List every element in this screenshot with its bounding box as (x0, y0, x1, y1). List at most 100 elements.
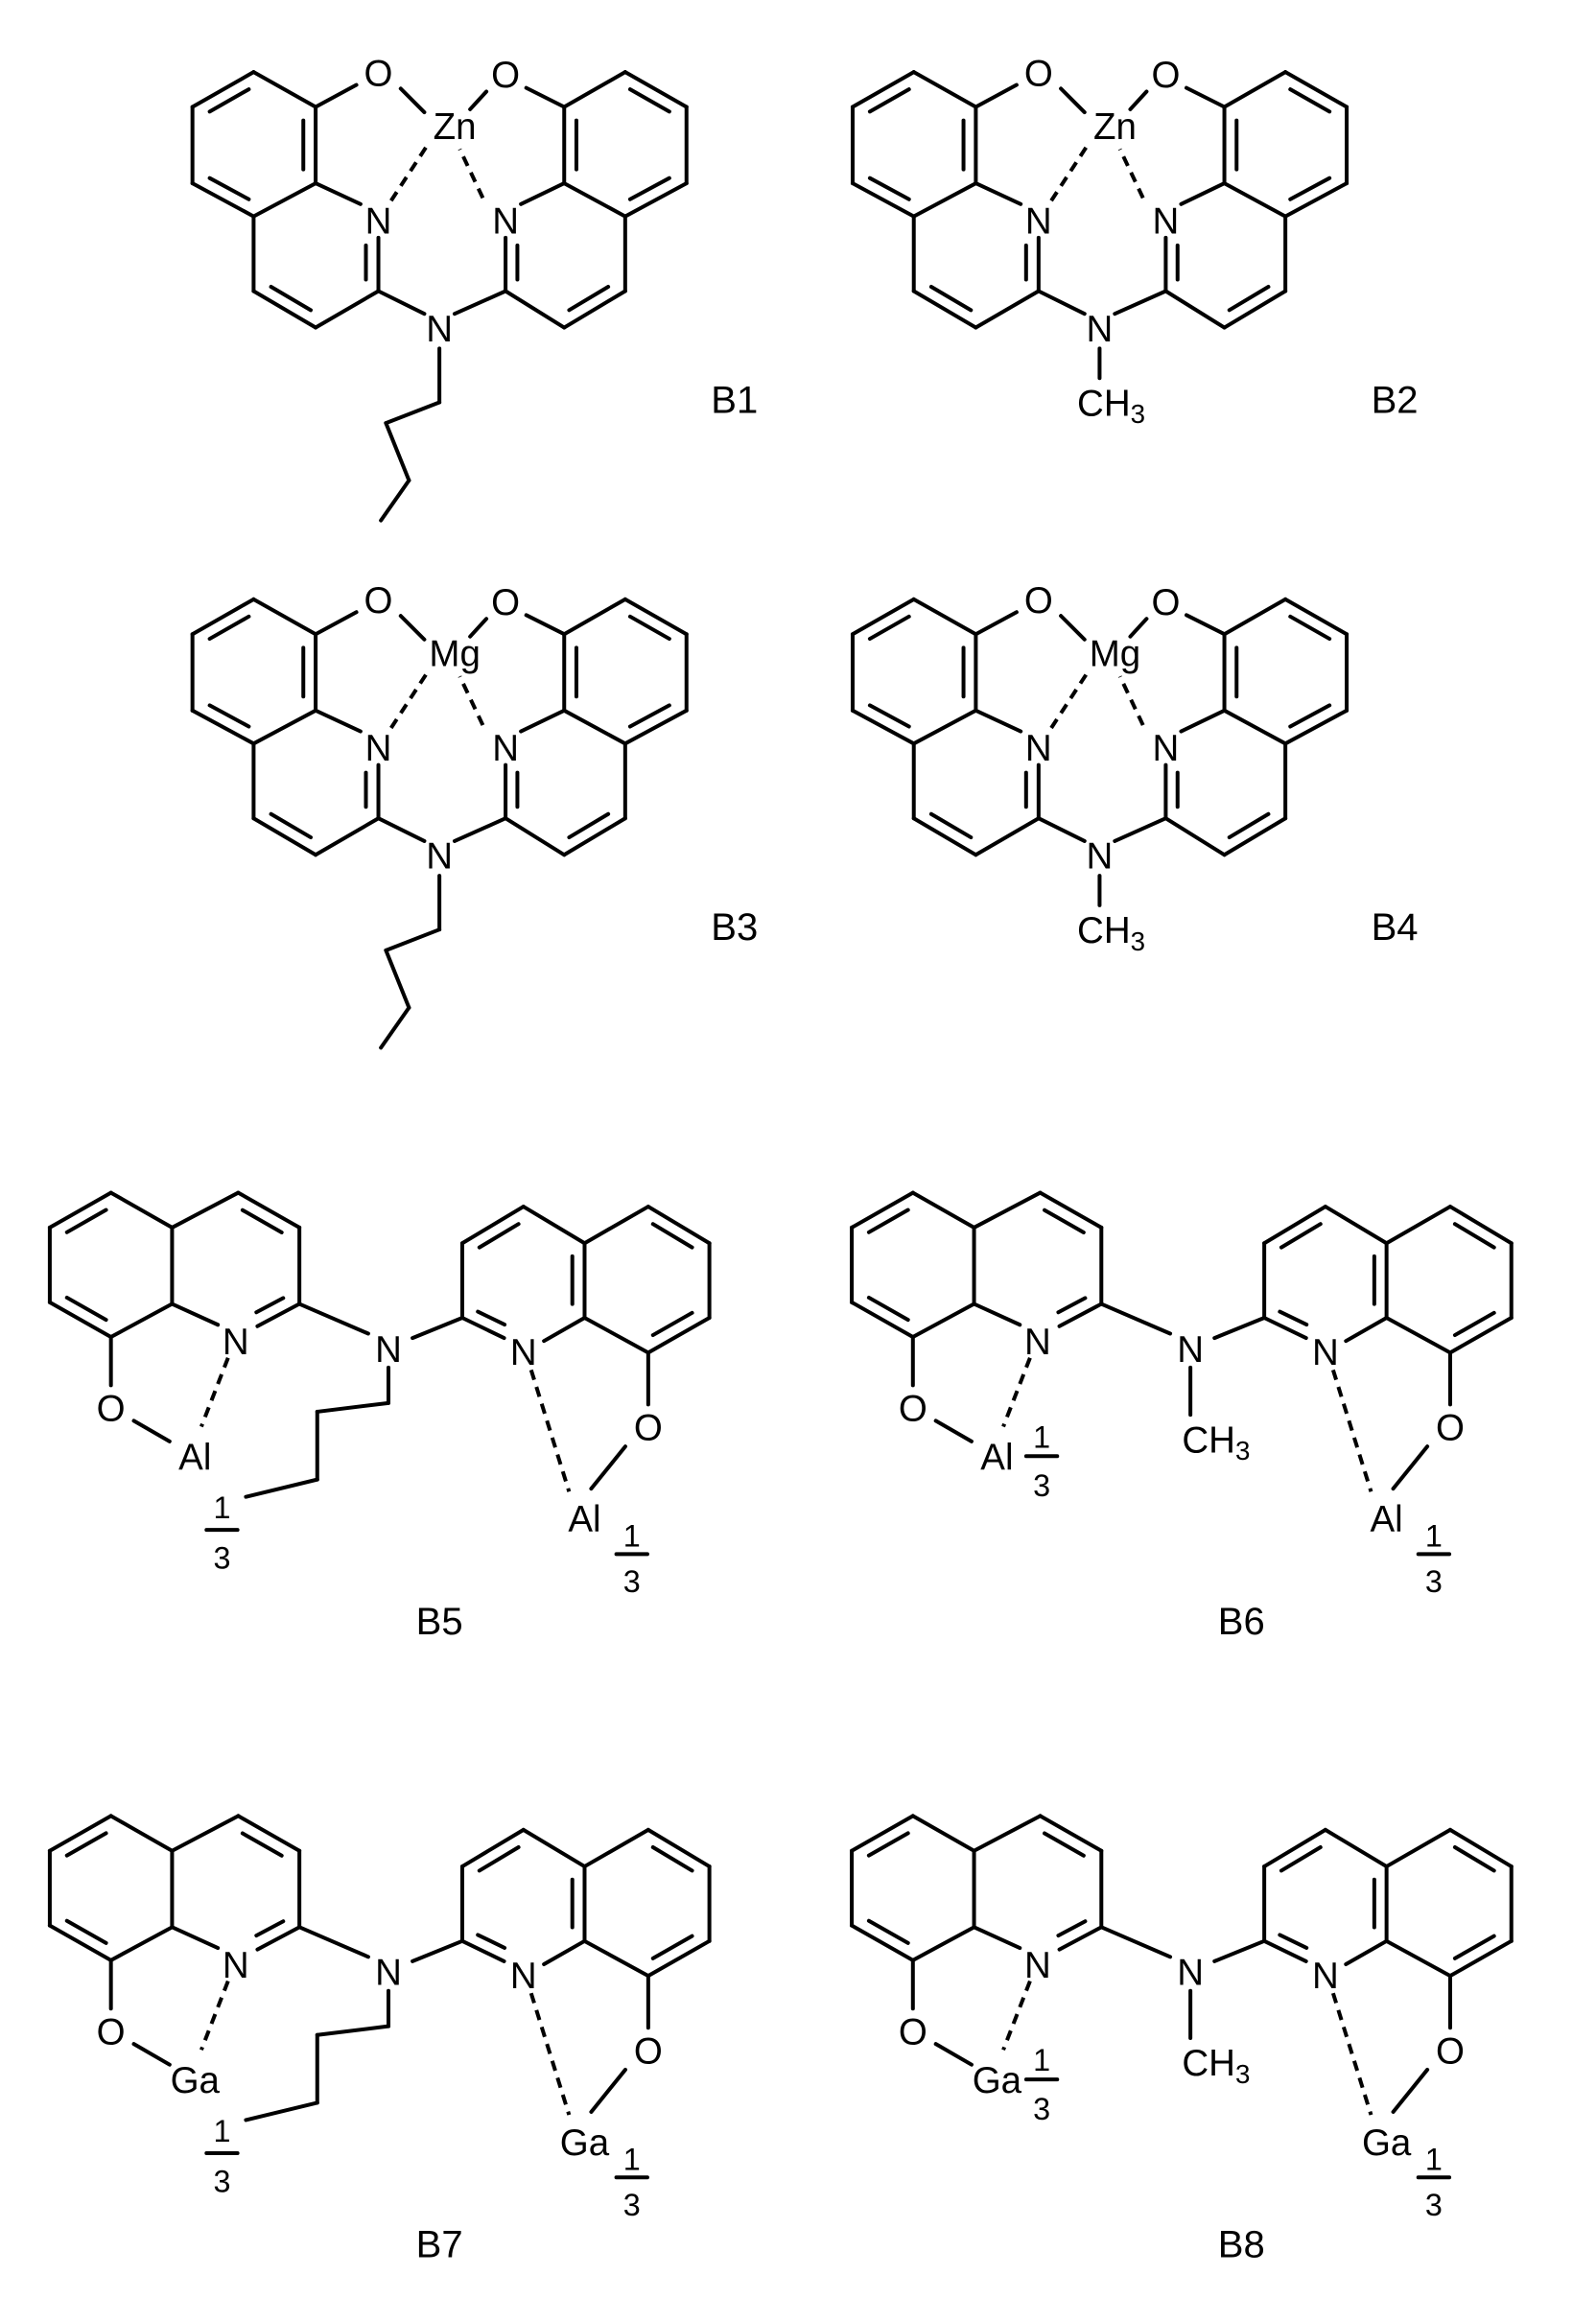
coordination-bond (1051, 146, 1087, 200)
bond (648, 1318, 710, 1352)
compound-label: B8 (1218, 2224, 1265, 2266)
metal-label: Mg (1090, 634, 1140, 675)
double-bond-line (256, 1921, 283, 1935)
coordination-bond (459, 150, 482, 199)
bond (111, 1927, 173, 1959)
oxygen-label: O (634, 2030, 663, 2072)
methyl-ch-text: CH (1077, 910, 1131, 951)
bond (1326, 1207, 1387, 1243)
ring-nitrogen-label: N (223, 1322, 249, 1363)
fraction-numerator: 1 (1425, 2142, 1443, 2176)
bond (470, 91, 486, 108)
alkyl-chain-bond (317, 1403, 388, 1412)
amine-nitrogen-label: N (1177, 1953, 1204, 1994)
methyl-group-label: CH3 (1077, 910, 1145, 956)
fraction-denominator: 3 (1033, 1468, 1050, 1503)
alkyl-chain-bond (386, 950, 409, 1008)
bond (1225, 72, 1286, 106)
bond (401, 616, 425, 640)
ring-nitrogen-label: N (1312, 1332, 1339, 1373)
double-bond-line (1279, 1935, 1306, 1948)
ring-nitrogen-label: N (365, 200, 392, 242)
bond (193, 711, 254, 743)
structure-b3: NNNOMgOB3 (193, 580, 759, 1047)
metal-label: Mg (429, 634, 480, 675)
bond (853, 711, 914, 743)
fraction-numerator: 1 (1033, 1419, 1050, 1454)
coordination-bond (1051, 673, 1087, 728)
metal-label: Zn (434, 106, 477, 148)
coordination-bond (201, 1981, 228, 2051)
bond (1285, 72, 1347, 106)
bond (975, 183, 1021, 204)
bond (1101, 1927, 1170, 1957)
oxygen-label: O (491, 55, 520, 96)
bond (544, 1318, 584, 1341)
bond (1387, 1207, 1450, 1243)
methyl-group-label: CH3 (1077, 383, 1145, 429)
bond (455, 292, 505, 315)
bond (1285, 599, 1347, 634)
bond (1181, 711, 1224, 732)
bond (50, 1926, 111, 1960)
fraction-denominator: 3 (213, 2164, 230, 2198)
amine-nitrogen-label: N (1087, 309, 1114, 350)
methyl-subscript: 3 (1235, 2058, 1250, 2088)
double-bond-line (478, 1935, 505, 1948)
bond (193, 183, 254, 216)
bond (1326, 1830, 1387, 1866)
double-bond-line (1058, 1921, 1085, 1935)
bond (1450, 1318, 1512, 1352)
ring-nitrogen-label: N (1024, 1945, 1051, 1986)
bond (852, 1302, 913, 1337)
bond (648, 1941, 710, 1976)
bond (1115, 292, 1165, 315)
bond (1387, 1941, 1450, 1976)
bond (564, 599, 625, 634)
methyl-group-label: CH3 (1182, 1419, 1250, 1466)
bond (253, 711, 316, 743)
bond (914, 72, 976, 106)
bond (172, 1304, 218, 1325)
bond (521, 183, 564, 204)
bond (936, 1420, 972, 1442)
bond (316, 292, 378, 328)
compound-label: B6 (1218, 1601, 1265, 1643)
ring-nitrogen-label: N (510, 1956, 537, 1997)
fraction-denominator: 3 (623, 1564, 641, 1599)
bond (852, 1816, 913, 1850)
bond (1225, 183, 1286, 216)
metal-label: Ga (560, 2122, 610, 2164)
ring-nitrogen-label: N (365, 728, 392, 769)
bond (455, 818, 505, 841)
bond (1186, 88, 1225, 107)
bond (1041, 1193, 1102, 1228)
bond (975, 612, 1016, 634)
oxygen-label: O (1024, 53, 1053, 94)
bond (253, 72, 316, 106)
oxygen-label: O (1151, 582, 1180, 623)
compound-label: B5 (416, 1601, 463, 1643)
bond (974, 1927, 1021, 1948)
metal-label: Ga (171, 2060, 221, 2101)
ring-nitrogen-label: N (1312, 1956, 1339, 1997)
bond (975, 292, 1038, 328)
compound-label: B4 (1372, 906, 1419, 949)
amine-nitrogen-label: N (375, 1329, 402, 1371)
bond (1225, 711, 1286, 743)
bond (379, 818, 425, 841)
coordination-bond (1003, 1358, 1030, 1427)
alkyl-chain-bond (386, 423, 409, 481)
bond (316, 612, 356, 634)
coordination-bond (1120, 676, 1143, 725)
bond (1039, 818, 1085, 841)
bond (1394, 1446, 1428, 1489)
fraction-numerator: 1 (623, 1518, 641, 1553)
structure-b1: NNNOZnOB1 (193, 53, 759, 520)
methyl-ch-text: CH (1077, 383, 1131, 424)
fraction-numerator: 1 (213, 2114, 230, 2148)
bond (50, 1302, 111, 1337)
coordination-bond (531, 1993, 570, 2115)
double-bond-line (1279, 1312, 1306, 1325)
amine-nitrogen-label: N (375, 1953, 402, 1994)
